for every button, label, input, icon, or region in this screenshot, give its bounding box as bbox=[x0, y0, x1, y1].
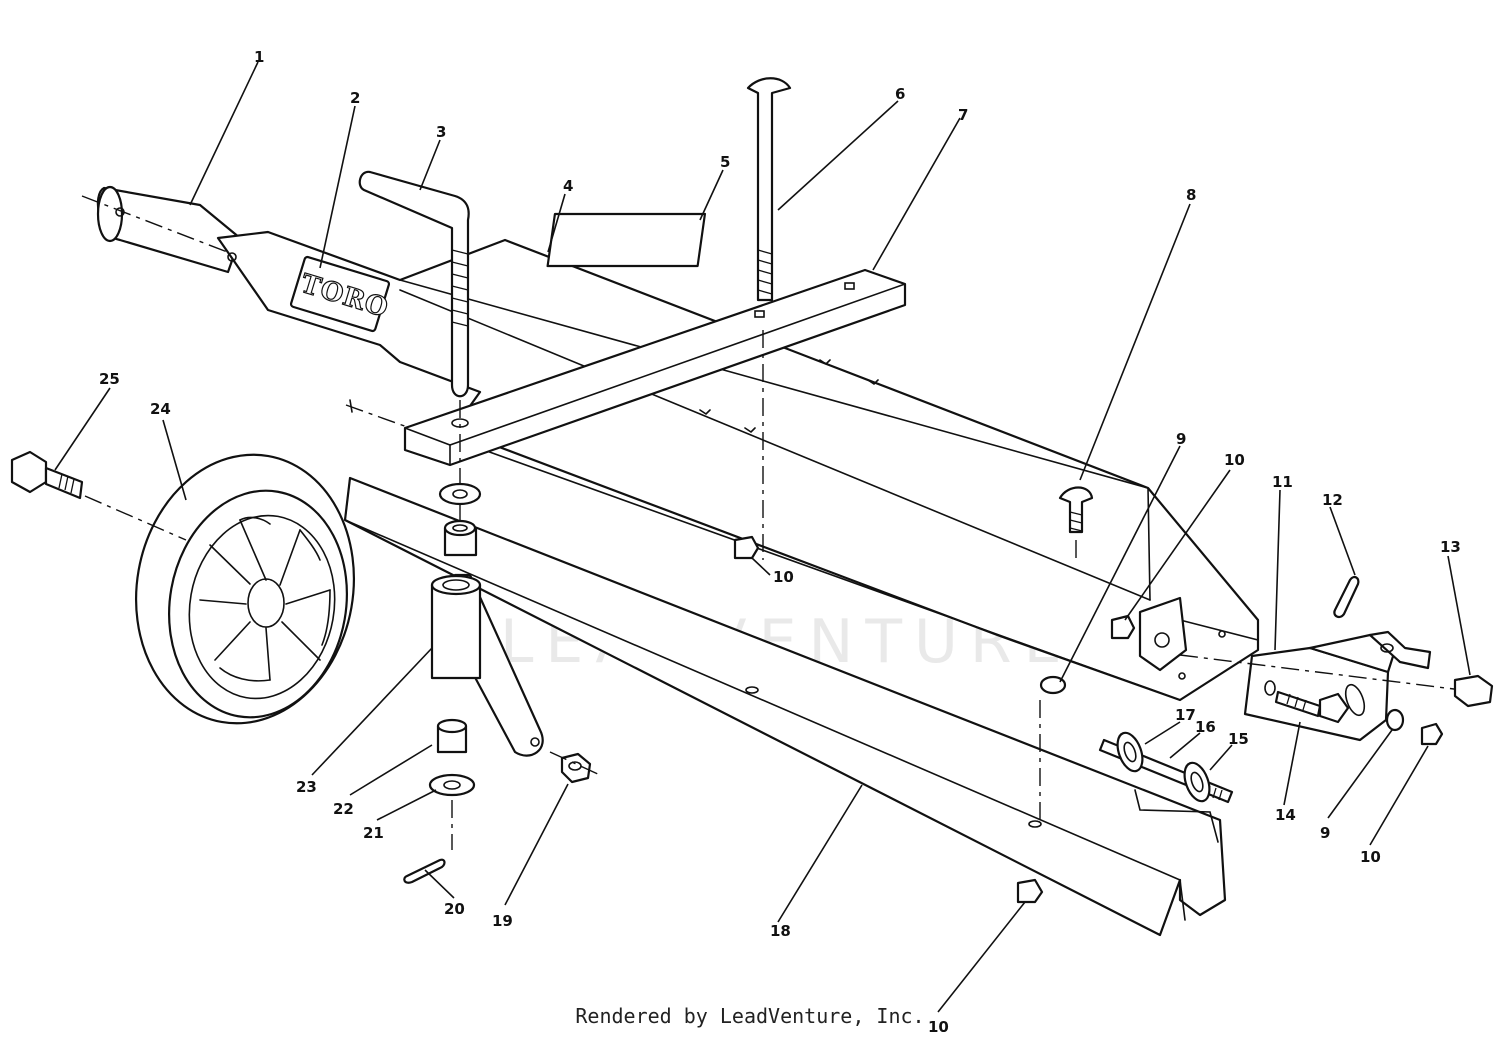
part-nut-19 bbox=[549, 751, 601, 784]
part-caster-arm bbox=[430, 573, 544, 757]
callout-18: 18 bbox=[770, 922, 791, 940]
part-long-bolt bbox=[746, 77, 792, 560]
footer-credit: Rendered by LeadVenture, Inc. bbox=[575, 1004, 925, 1028]
callout-8: 8 bbox=[1186, 186, 1196, 204]
callout-12: 12 bbox=[1322, 491, 1343, 509]
callout-4: 4 bbox=[563, 177, 573, 195]
part-cross-bar bbox=[345, 268, 907, 467]
callout-14: 14 bbox=[1275, 806, 1296, 824]
part-main-frame: TORO bbox=[216, 230, 1260, 702]
callout-10-upper: 10 bbox=[1224, 451, 1245, 469]
part-cotter-pin-right bbox=[1333, 575, 1360, 619]
part-end-bracket bbox=[1179, 630, 1463, 742]
callout-3: 3 bbox=[436, 123, 446, 141]
callout-15: 15 bbox=[1228, 730, 1249, 748]
callout-7: 7 bbox=[958, 106, 968, 124]
callout-17: 17 bbox=[1175, 706, 1196, 724]
callout-10-middle: 10 bbox=[773, 568, 794, 586]
part-handle-tube bbox=[81, 185, 249, 274]
part-pin-hardware bbox=[428, 482, 482, 850]
part-short-bolt bbox=[1058, 486, 1094, 560]
callout-9-right: 9 bbox=[1320, 824, 1330, 842]
part-lower-rail bbox=[343, 476, 1227, 937]
callout-25: 25 bbox=[99, 370, 120, 388]
callout-20: 20 bbox=[444, 900, 465, 918]
callout-19: 19 bbox=[492, 912, 513, 930]
part-washer-9-center bbox=[1039, 675, 1067, 695]
callout-13: 13 bbox=[1440, 538, 1461, 556]
callout-6: 6 bbox=[895, 85, 905, 103]
callout-24: 24 bbox=[150, 400, 171, 418]
part-nut-10-middle bbox=[733, 535, 760, 560]
callout-5: 5 bbox=[720, 153, 730, 171]
leader-lines bbox=[54, 61, 1471, 1013]
callout-11: 11 bbox=[1272, 473, 1293, 491]
part-washer-9-right bbox=[1385, 708, 1405, 732]
callout-16: 16 bbox=[1195, 718, 1216, 736]
part-nut-13 bbox=[1453, 674, 1494, 708]
callout-1: 1 bbox=[254, 48, 264, 66]
callout-10-bottom: 10 bbox=[928, 1018, 949, 1036]
part-decal bbox=[546, 212, 707, 268]
part-nut-10-right bbox=[1420, 722, 1444, 746]
callout-2: 2 bbox=[350, 89, 360, 107]
callout-21: 21 bbox=[363, 824, 384, 842]
part-wheel bbox=[134, 453, 356, 725]
part-axle-assembly bbox=[1098, 731, 1234, 843]
callout-10-right: 10 bbox=[1360, 848, 1381, 866]
part-nut-10-upper bbox=[1110, 614, 1136, 640]
callout-9-upper: 9 bbox=[1176, 430, 1186, 448]
part-wheel-bolt bbox=[10, 450, 187, 541]
part-cotter-pin-left bbox=[403, 858, 446, 884]
callout-22: 22 bbox=[333, 800, 354, 818]
part-height-pin bbox=[358, 170, 470, 520]
callout-23: 23 bbox=[296, 778, 317, 796]
callout-labels: 1 2 3 4 5 6 7 8 9 10 10 11 12 13 14 9 10… bbox=[99, 48, 1461, 1036]
part-nut-10-bottom bbox=[1016, 878, 1044, 904]
